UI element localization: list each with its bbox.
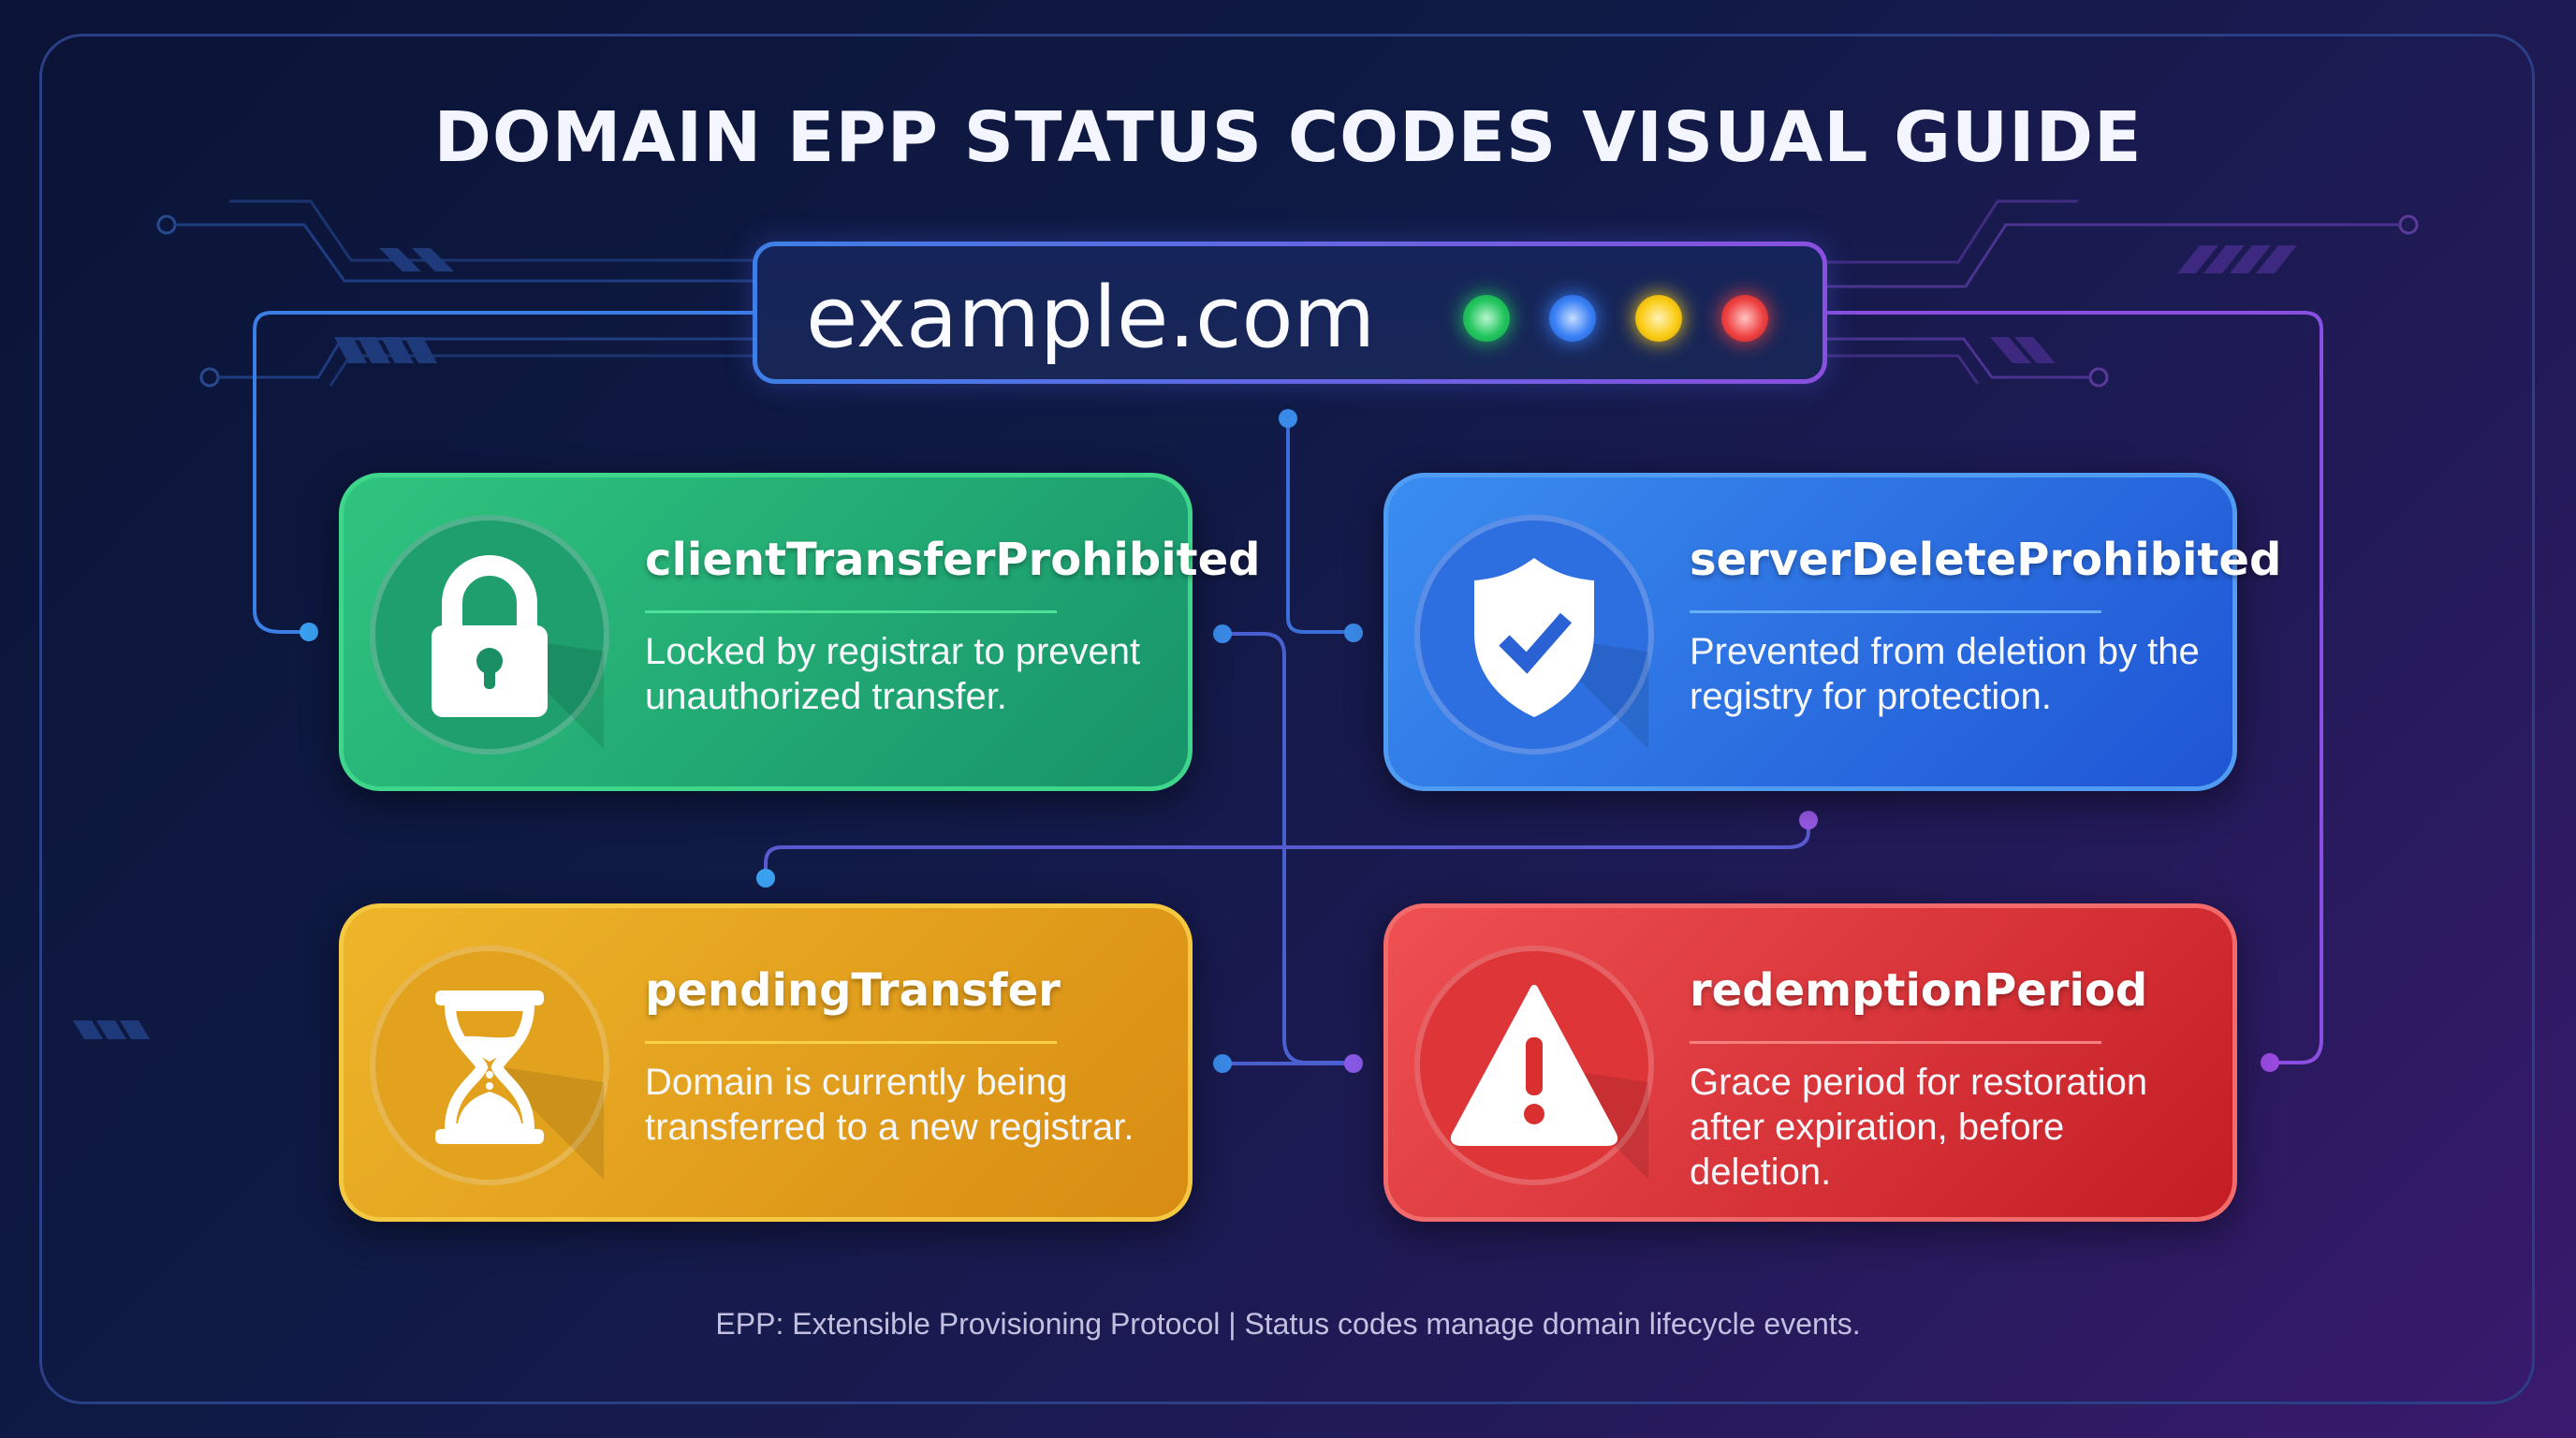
status-dot-yellow [1635,295,1682,342]
status-code: clientTransferProhibited [645,534,1261,586]
status-description: Prevented from deletion by the registry … [1690,631,2200,717]
status-dot-green [1463,295,1510,342]
status-code: pendingTransfer [645,964,1061,1017]
icon-circle [370,515,609,755]
divider [645,1041,1057,1044]
status-card-pending-transfer: pendingTransfer Domain is currently bein… [339,903,1193,1222]
status-code: redemptionPeriod [1690,964,2148,1017]
domain-name: example.com [806,269,1376,367]
shield-check-icon [1474,558,1648,749]
status-card-client-transfer-prohibited: clientTransferProhibited Locked by regis… [339,473,1261,791]
divider [645,610,1057,613]
status-card-server-delete-prohibited: serverDeleteProhibited Prevented from de… [1383,473,2281,791]
status-card-redemption-period: redemptionPeriod Grace period for restor… [1383,903,2237,1222]
divider [1690,610,2101,613]
warning-triangle-icon [1450,985,1648,1180]
icon-circle [370,946,609,1185]
outer-frame [39,34,2535,1404]
icon-circle [1414,946,1654,1185]
status-dot-red [1721,295,1768,342]
status-description: Locked by registrar to prevent unauthori… [645,631,1141,717]
status-indicator-dots [1463,295,1768,342]
icon-circle [1414,515,1654,755]
page-title: DOMAIN EPP STATUS CODES VISUAL GUIDE [433,97,2143,178]
status-code: serverDeleteProhibited [1690,534,2282,586]
footer-note: EPP: Extensible Provisioning Protocol | … [715,1307,1861,1341]
domain-bar: example.com [753,242,1827,384]
divider [1690,1041,2101,1044]
status-dot-blue [1549,295,1596,342]
hourglass-icon [435,990,604,1180]
lock-icon [432,555,604,749]
status-description: Grace period for restoration after expir… [1690,1062,2148,1193]
status-description: Domain is currently being transferred to… [645,1062,1134,1148]
